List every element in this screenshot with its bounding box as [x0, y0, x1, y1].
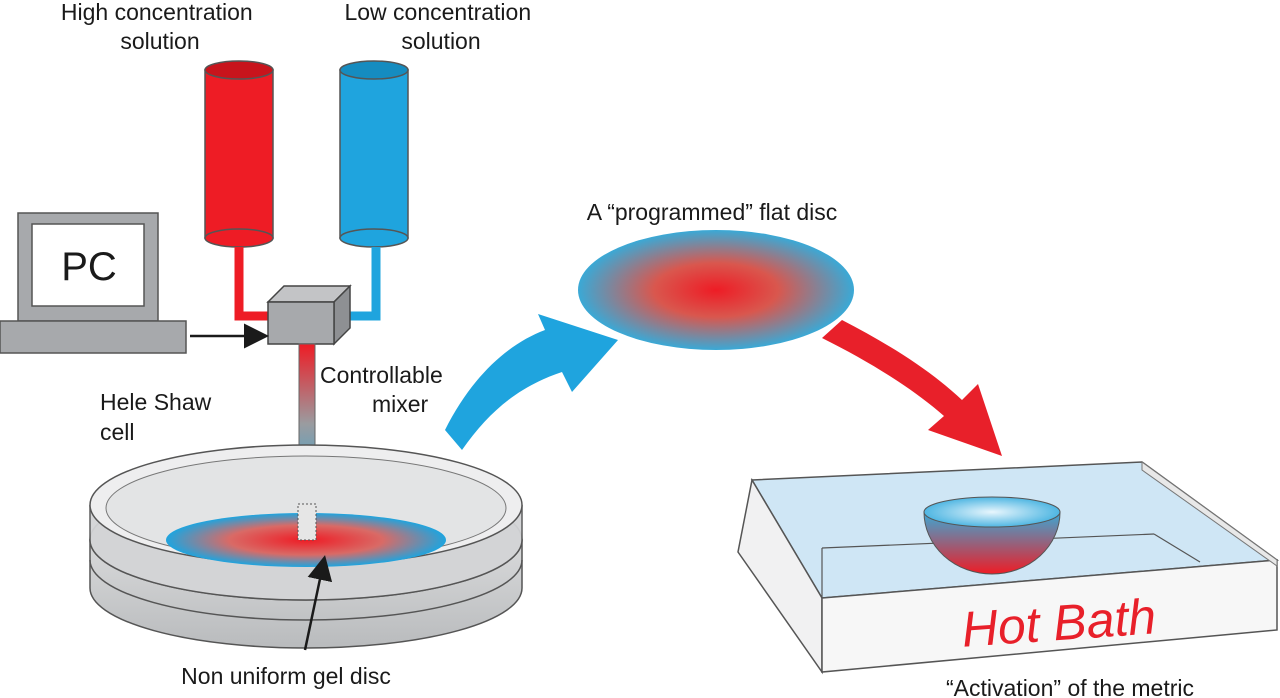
controllable-mixer-box: [266, 284, 352, 346]
low-concentration-label: Low concentration solution: [344, 0, 537, 54]
programmed-flat-disc: [578, 230, 854, 350]
blue-curved-arrow: [445, 314, 618, 450]
gel-bowl: [923, 511, 1061, 575]
nozzle: [297, 503, 317, 541]
hot-bath-label: Hot Bath: [960, 588, 1158, 657]
red-curved-arrow: [822, 320, 1002, 456]
activation-label: “Activation” of the metric: [946, 675, 1194, 698]
blue-supply-tube: [344, 247, 381, 321]
low-concentration-cylinder: [339, 60, 409, 248]
controllable-mixer-label: Controllable mixer: [320, 362, 449, 417]
hele-shaw-cell: [89, 444, 523, 649]
programmed-flat-disc-label: A “programmed” flat disc: [587, 199, 838, 225]
pc-label: PC: [61, 245, 117, 289]
red-supply-tube: [234, 247, 275, 321]
high-concentration-cylinder: [204, 60, 274, 248]
gel-disc-pointer-arrow: [303, 555, 333, 651]
pc-computer: PC: [0, 212, 187, 354]
non-uniform-gel-disc-label: Non uniform gel disc: [181, 663, 391, 689]
hele-shaw-cell-label: Hele Shaw cell: [100, 389, 218, 445]
hot-bath: Hot Bath: [737, 461, 1280, 675]
gel-bowl-rim: [923, 496, 1061, 528]
high-concentration-label: High concentration solution: [61, 0, 259, 54]
